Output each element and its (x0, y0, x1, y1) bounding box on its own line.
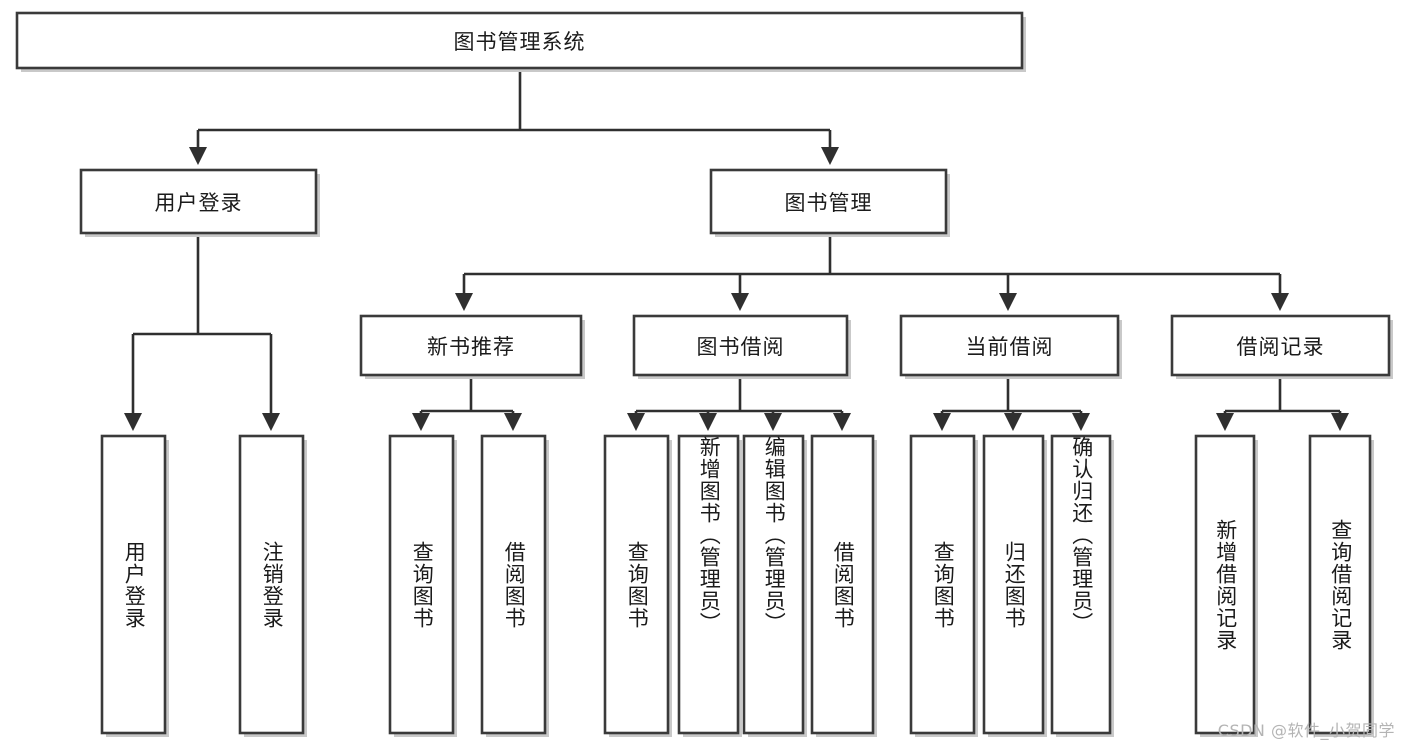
leaf-box-11[interactable] (1194, 434, 1256, 735)
connector-group-newbookrec-to-leaves (411, 375, 523, 432)
node-box-book-borrow[interactable] (632, 314, 849, 377)
leaf-box-8[interactable] (909, 434, 976, 735)
leaf-box-5[interactable] (677, 434, 740, 735)
watermark-text: CSDN @软件_小贺同学 (1217, 721, 1395, 740)
leaf-box-12[interactable] (1308, 434, 1372, 735)
leaf-box-1[interactable] (238, 434, 305, 735)
node-box-new-book-recommend[interactable] (359, 314, 583, 377)
node-box-borrow-record[interactable] (1170, 314, 1391, 377)
leaf-box-3[interactable] (480, 434, 547, 735)
leaf-box-4[interactable] (603, 434, 670, 735)
connector-group-borrowrecord-to-leaves (1215, 375, 1350, 432)
connector-group-bookmgmt-to-level3 (454, 233, 1290, 312)
leaf-box-2[interactable] (388, 434, 455, 735)
node-box-current-borrow[interactable] (899, 314, 1120, 377)
leaf-box-9[interactable] (982, 434, 1045, 735)
connector-group-bookborrow-to-leaves (626, 375, 852, 432)
node-box-book-management[interactable] (709, 168, 948, 235)
connector-group-root-to-level2 (188, 68, 840, 166)
leaf-box-10[interactable] (1050, 434, 1112, 735)
leaf-box-6[interactable] (742, 434, 805, 735)
leaf-box-0[interactable] (100, 434, 167, 735)
node-box-user-login[interactable] (79, 168, 318, 235)
root-node-box[interactable] (15, 11, 1024, 70)
connector-group-userlogin-to-leaves (123, 233, 281, 432)
connector-group-currentborrow-to-leaves (932, 375, 1091, 432)
leaf-boxes (100, 434, 1374, 737)
leaf-box-7[interactable] (810, 434, 875, 735)
